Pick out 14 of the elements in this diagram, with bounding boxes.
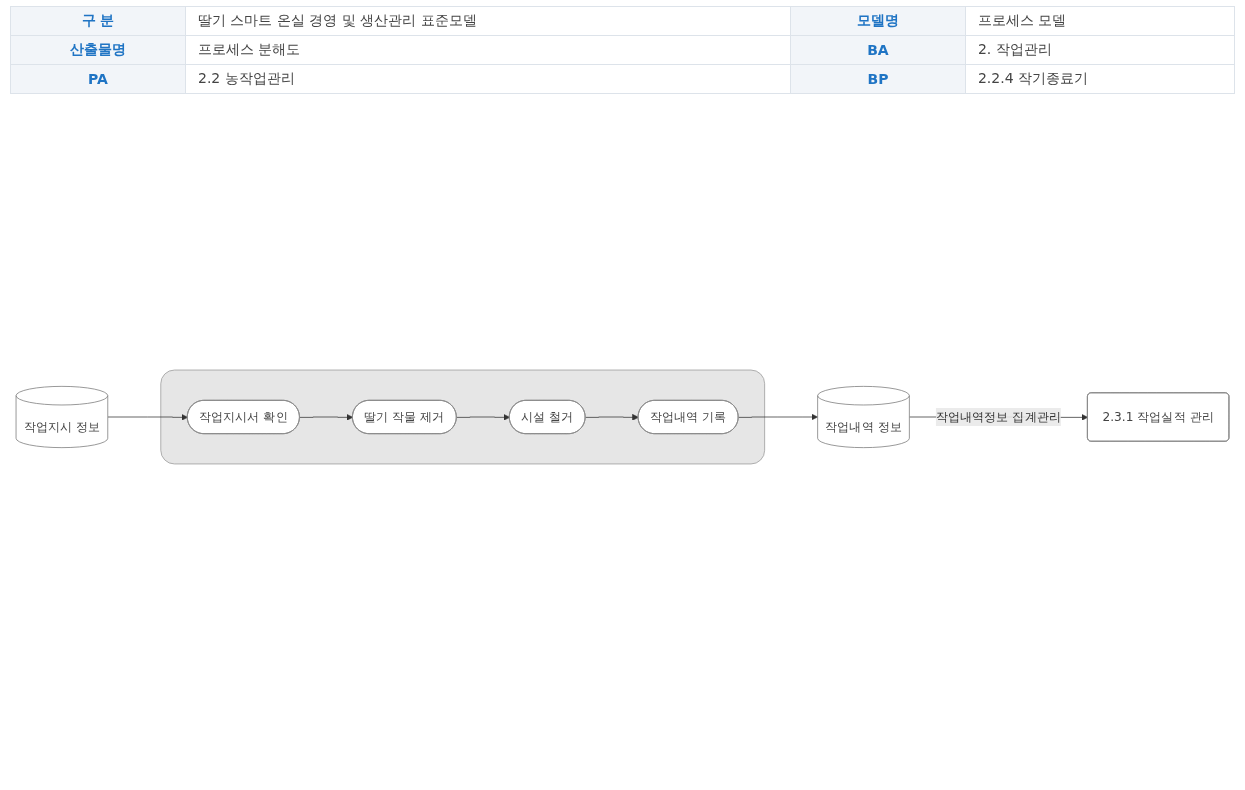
- value-text: 2.2.4 작기종료기: [977, 70, 1088, 86]
- header-label: 구 분: [81, 12, 115, 28]
- cluster: [160, 369, 765, 465]
- value-text: 프로세스 모델: [977, 12, 1067, 28]
- header-label: PA: [88, 71, 108, 87]
- header-label: BA: [867, 42, 889, 58]
- edge-label: 작업내역정보 집계관리: [935, 409, 1061, 424]
- value-text: 프로세스 분해도: [198, 41, 301, 57]
- value-text: 2.2 농작업관리: [198, 70, 295, 86]
- header-label: 산출물명: [70, 41, 126, 57]
- header-label: 모델명: [856, 12, 899, 28]
- value-text: 2. 작업관리: [977, 41, 1052, 57]
- value-text: 딸기 스마트 온실 경영 및 생산관리 표준모델: [198, 12, 477, 28]
- header-label: BP: [867, 71, 889, 87]
